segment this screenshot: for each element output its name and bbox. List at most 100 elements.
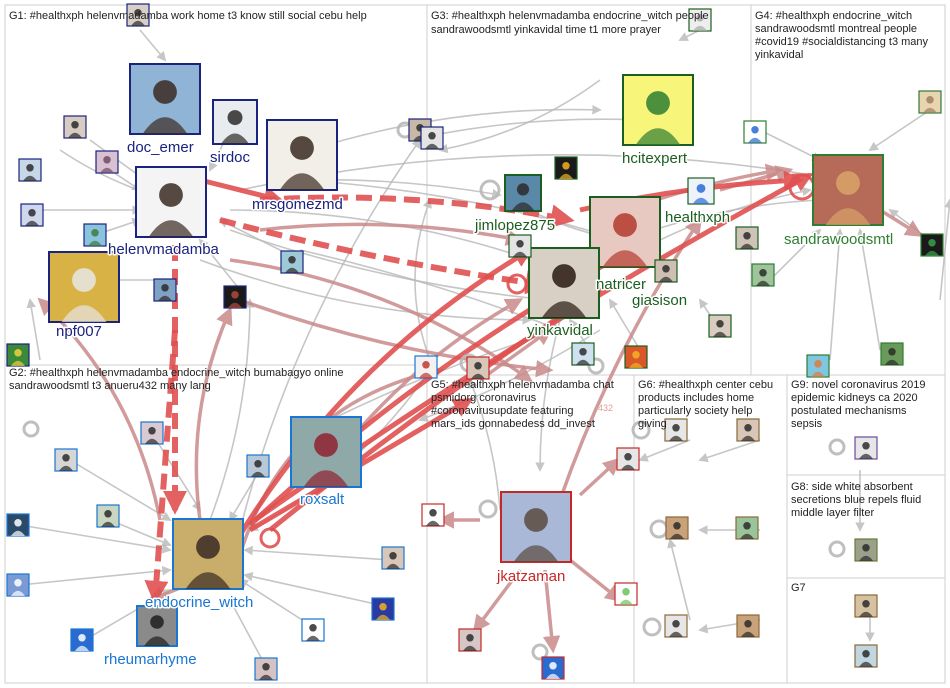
avatar-small-g2-a[interactable] [414, 355, 438, 379]
avatar-jkatzaman[interactable] [500, 491, 572, 563]
avatar-helenvmadamba[interactable] [135, 166, 207, 238]
avatar-small-g2-d[interactable] [246, 454, 270, 478]
avatar-small-g1-l-head [14, 349, 22, 357]
avatar-small-g6-c[interactable] [665, 516, 689, 540]
avatar-endocrine-witch-shoulders [185, 572, 231, 589]
node-label-hcitexpert: hcitexpert [622, 150, 688, 167]
avatar-jimlopez875[interactable] [504, 174, 542, 212]
avatar-yinkavidal[interactable] [528, 247, 600, 319]
avatar-small-g5-c[interactable] [616, 447, 640, 471]
avatar-small-g3-g[interactable] [688, 8, 712, 32]
avatar-small-g5-f[interactable] [541, 656, 565, 680]
avatar-small-g3-c-shoulders [739, 243, 755, 249]
avatar-small-g6-e[interactable] [664, 614, 688, 638]
avatar-small-g6-b[interactable] [736, 418, 760, 442]
avatar-small-g3-d[interactable] [708, 314, 732, 338]
avatar-npf007[interactable] [48, 251, 120, 323]
avatar-sirdoc-head [227, 110, 243, 126]
avatar-doc-emer[interactable] [129, 63, 201, 135]
edge-54 [667, 538, 691, 621]
avatar-small-g6-f[interactable] [736, 614, 760, 638]
avatar-sandrawoodsmtl[interactable] [812, 154, 884, 226]
avatar-small-g1-b-shoulders [22, 175, 38, 181]
avatar-small-g5-e[interactable] [458, 628, 482, 652]
edge-68 [542, 569, 561, 654]
avatar-small-g4-b[interactable] [743, 120, 767, 144]
avatar-natricer[interactable] [589, 196, 661, 268]
avatar-small-g8-a[interactable] [854, 538, 878, 562]
avatar-roxsalt[interactable] [290, 416, 362, 488]
avatar-small-g5-e-head [466, 634, 474, 642]
avatar-small-g7-b-shoulders [858, 661, 874, 667]
avatar-small-g1-i[interactable] [126, 3, 150, 27]
avatar-jimlopez875-head [516, 183, 530, 196]
avatar-small-g1-g[interactable] [223, 285, 247, 309]
avatar-small-g1-l[interactable] [6, 343, 30, 367]
avatar-small-g5-f-shoulders [545, 673, 561, 679]
avatar-small-g7-b[interactable] [854, 644, 878, 668]
avatar-small-g4-b-shoulders [747, 137, 763, 143]
avatar-small-g2-c-head [62, 454, 70, 462]
avatar-mrsgomezmd[interactable] [266, 119, 338, 191]
avatar-giasison[interactable] [654, 259, 678, 283]
avatar-small-g1-e-shoulders [87, 240, 103, 246]
avatar-small-g4-f[interactable] [880, 342, 904, 366]
avatar-small-g6-d[interactable] [735, 516, 759, 540]
avatar-small-g2-k[interactable] [70, 628, 94, 652]
avatar-small-g1-a[interactable] [63, 115, 87, 139]
avatar-small-g4-a[interactable] [918, 90, 942, 114]
avatar-small-g2-i[interactable] [371, 597, 395, 621]
avatar-small-g2-h[interactable] [6, 573, 30, 597]
avatar-small-g2-l[interactable] [254, 657, 278, 681]
avatar-small-g5-d[interactable] [614, 582, 638, 606]
avatar-small-g1-h[interactable] [280, 250, 304, 274]
edge-40 [243, 571, 381, 606]
avatar-helenvmadamba-shoulders [148, 220, 194, 237]
avatar-healthxph-head [696, 183, 706, 193]
avatar-small-g2-g[interactable] [381, 546, 405, 570]
avatar-small-g5-a[interactable] [466, 356, 490, 380]
avatar-small-g7-a[interactable] [854, 594, 878, 618]
avatar-small-g6-a[interactable] [664, 418, 688, 442]
avatar-small-g2-c[interactable] [54, 448, 78, 472]
avatar-small-g9-a[interactable] [854, 436, 878, 460]
self-loop-12 [22, 420, 40, 438]
avatar-small-g2-a-shoulders [418, 372, 434, 378]
self-loop-9 [642, 617, 662, 637]
edge-1 [299, 179, 622, 243]
avatar-jkatzaman-shoulders [513, 545, 559, 562]
group-box-g7 [786, 577, 946, 684]
avatar-small-g3-b[interactable] [508, 234, 532, 258]
avatar-small-g4-a-shoulders [922, 107, 938, 113]
avatar-hcitexpert[interactable] [622, 74, 694, 146]
avatar-small-g5-b[interactable] [421, 503, 445, 527]
avatar-small-g3-c[interactable] [735, 226, 759, 250]
avatar-small-g3-f-shoulders [575, 359, 591, 365]
avatar-endocrine-witch[interactable] [172, 518, 244, 590]
avatar-small-g4-e[interactable] [806, 354, 830, 378]
avatar-small-g4-d[interactable] [751, 263, 775, 287]
avatar-small-g1-f-shoulders [157, 295, 173, 301]
avatar-small-g4-c[interactable] [920, 233, 944, 257]
avatar-small-g2-b[interactable] [140, 421, 164, 445]
node-label-jkatzaman: jkatzaman [496, 568, 565, 585]
avatar-doc-emer-shoulders [142, 117, 188, 134]
avatar-small-g1-f[interactable] [153, 278, 177, 302]
avatar-small-g2-e[interactable] [96, 504, 120, 528]
avatar-small-g3-a[interactable] [554, 156, 578, 180]
avatar-rheumarhyme[interactable] [136, 605, 178, 647]
avatar-small-g1-d[interactable] [20, 203, 44, 227]
avatar-small-g1-e[interactable] [83, 223, 107, 247]
avatar-small-g2-j[interactable] [301, 618, 325, 642]
avatar-small-g3-f[interactable] [571, 342, 595, 366]
avatar-sirdoc[interactable] [212, 99, 258, 145]
avatar-small-g1-k-head [428, 132, 436, 140]
avatar-small-g1-a-shoulders [67, 132, 83, 138]
avatar-healthxph[interactable] [687, 177, 715, 205]
avatar-small-g1-c[interactable] [95, 150, 119, 174]
avatar-small-g3-e[interactable] [624, 345, 648, 369]
avatar-small-g1-k[interactable] [420, 126, 444, 150]
avatar-small-g1-b[interactable] [18, 158, 42, 182]
avatar-small-g2-f[interactable] [6, 513, 30, 537]
